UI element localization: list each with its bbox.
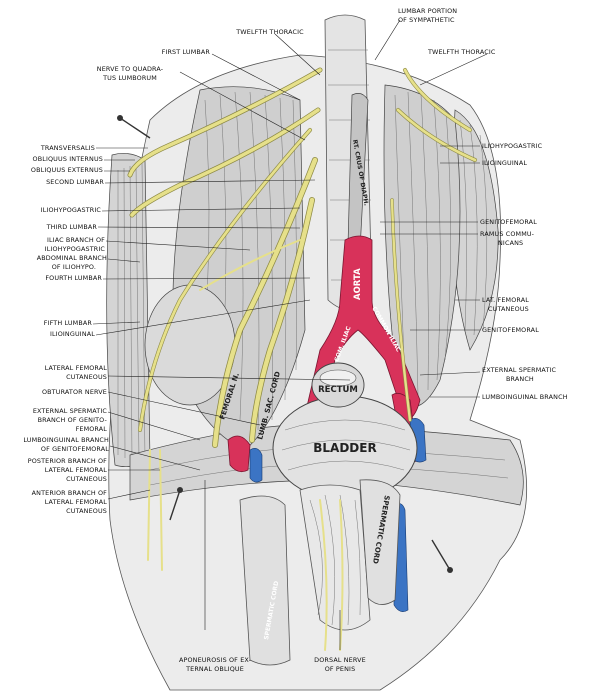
label-aponeurosis-1: APONEUROSIS OF EX-	[179, 656, 251, 664]
label-ilioinguinal-left: ILIOINGUINAL	[50, 330, 95, 338]
label-ilioinguinal-right: ILIOINGUINAL	[482, 159, 527, 167]
label-twelfth-thoracic-right: TWELFTH THORACIC	[427, 48, 496, 56]
label-transversalis: TRANSVERSALIS	[40, 144, 95, 152]
label-abdominal-branch-1: ABDOMINAL BRANCH	[37, 254, 107, 262]
label-lumboinguinal-left-1: LUMBOINGUINAL BRANCH	[23, 436, 109, 444]
label-bladder: BLADDER	[313, 441, 376, 455]
label-lateral-femoral-1: LATERAL FEMORAL	[45, 364, 108, 372]
label-genitofemoral-right: GENITOFEMORAL	[480, 218, 537, 226]
label-ext-spermatic-left-2: BRANCH OF GENITO-	[38, 416, 107, 424]
label-lumbar-portion-1: LUMBAR PORTION	[398, 7, 457, 15]
label-ext-spermatic-right-2: BRANCH	[506, 375, 534, 383]
label-genitofemoral-right-2: GENITOFEMORAL	[482, 326, 539, 334]
label-ramus-2: NICANS	[498, 239, 523, 247]
label-nerve-quadratus-1: NERVE TO QUADRA-	[97, 65, 163, 73]
label-anterior-branch-2: LATERAL FEMORAL	[45, 498, 108, 506]
label-fifth-lumbar: FIFTH LUMBAR	[44, 319, 93, 327]
label-aponeurosis-2: TERNAL OBLIQUE	[185, 665, 244, 673]
label-iliac-branch-2: ILIOHYPOGASTRIC	[45, 245, 106, 253]
label-posterior-branch-3: CUTANEOUS	[66, 475, 107, 483]
label-lat-femoral-1: LAT. FEMORAL	[482, 296, 529, 304]
leader-lines	[92, 19, 488, 650]
label-obliquus-externus: OBLIQUUS EXTERNUS	[31, 166, 103, 174]
label-ramus-1: RAMUS COMMU-	[480, 230, 534, 238]
label-fourth-lumbar: FOURTH LUMBAR	[45, 274, 102, 282]
label-ext-spermatic-left-3: FEMORAL	[76, 425, 108, 433]
penis-and-cords	[239, 479, 401, 666]
label-lat-femoral-2: CUTANEOUS	[488, 305, 529, 313]
label-lateral-femoral-2: CUTANEOUS	[66, 373, 107, 381]
label-posterior-branch-1: POSTERIOR BRANCH OF	[28, 457, 107, 465]
label-nerve-quadratus-2: TUS LUMBORUM	[102, 74, 157, 82]
label-lumboinguinal-right: LUMBOINGUINAL BRANCH	[482, 393, 568, 401]
label-abdominal-branch-2: OF ILIOHYPO.	[52, 263, 96, 271]
label-iliac-branch-1: ILIAC BRANCH OF	[47, 236, 105, 244]
femoral-artery-left	[227, 435, 251, 473]
label-twelfth-thoracic-top: TWELFTH THORACIC	[235, 28, 304, 36]
label-first-lumbar: FIRST LUMBAR	[162, 48, 211, 56]
label-anterior-branch-3: CUTANEOUS	[66, 507, 107, 515]
label-dorsal-nerve-2: OF PENIS	[325, 665, 356, 673]
label-lumbar-portion-2: OF SYMPATHETIC	[398, 16, 455, 24]
label-iliohypogastric-left: ILIOHYPOGASTRIC	[41, 206, 102, 214]
label-obliquus-internus: OBLIQUUS INTERNUS	[33, 155, 103, 163]
label-lumboinguinal-left-2: OF GENITOFEMORAL	[41, 445, 109, 453]
label-aorta: AORTA	[353, 268, 363, 300]
label-anterior-branch-1: ANTERIOR BRANCH OF	[32, 489, 108, 497]
label-obturator-nerve: OBTURATOR NERVE	[42, 388, 107, 396]
label-second-lumbar: SECOND LUMBAR	[46, 178, 104, 186]
femoral-vein-left	[249, 448, 263, 483]
label-iliohypogastric-right: ILIOHYPOGASTRIC	[482, 142, 543, 150]
label-third-lumbar: THIRD LUMBAR	[46, 223, 98, 231]
tissue-pins	[117, 115, 453, 573]
label-rectum: RECTUM	[318, 385, 358, 395]
label-ext-spermatic-right-1: EXTERNAL SPERMATIC	[482, 366, 557, 374]
label-posterior-branch-2: LATERAL FEMORAL	[45, 466, 108, 474]
rectum-organ	[311, 362, 365, 408]
label-ext-spermatic-left-1: EXTERNAL SPERMATIC	[33, 407, 108, 415]
lumbar-plexus-nerves	[127, 67, 477, 651]
label-dorsal-nerve-1: DORSAL NERVE	[314, 656, 366, 664]
